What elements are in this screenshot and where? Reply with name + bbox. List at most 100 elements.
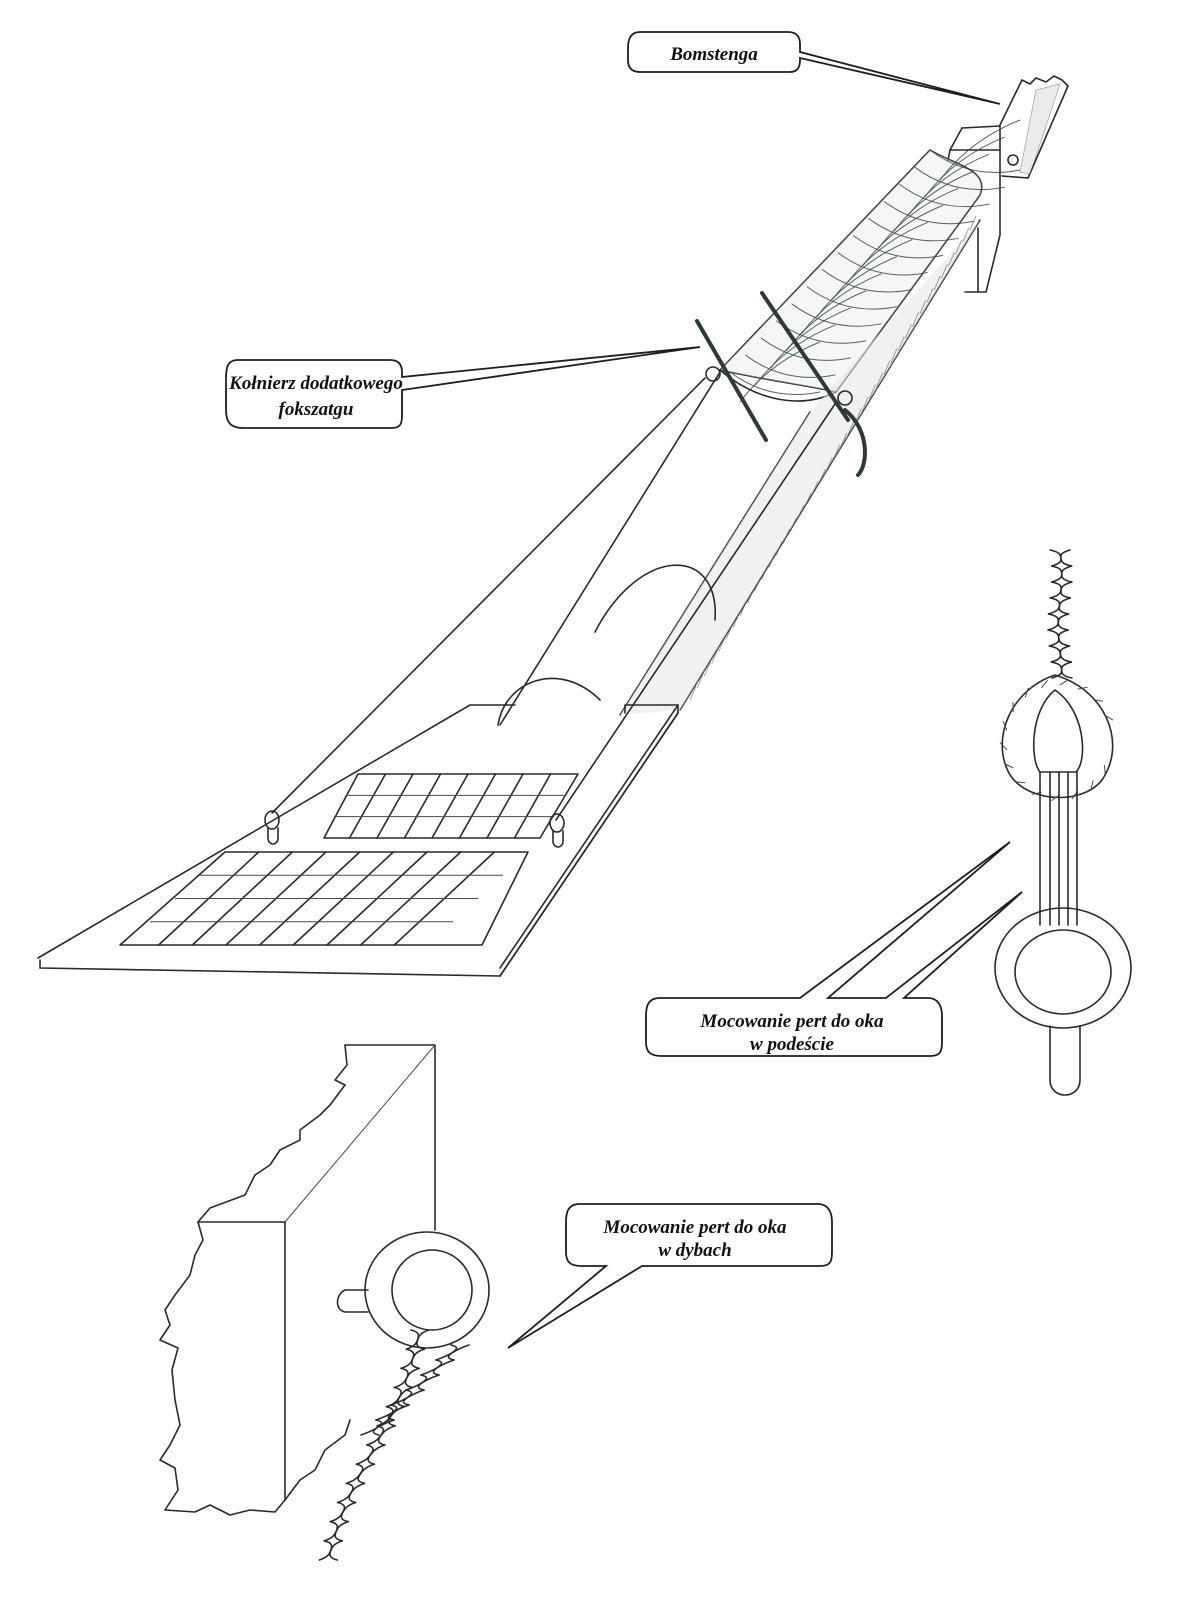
net-strand: [924, 136, 1005, 198]
rope-twist: [323, 1520, 350, 1542]
hatch-mark: [718, 637, 726, 652]
hatch-mark: [904, 324, 912, 339]
rope-twist: [360, 1419, 395, 1436]
hatch-mark: [811, 480, 819, 496]
rope-strand: [1004, 763, 1014, 769]
hatch-mark: [919, 300, 927, 315]
grating-bar: [431, 773, 469, 839]
rope-strand: [1002, 720, 1008, 731]
hatch-mark: [883, 360, 891, 375]
net-strand: [898, 183, 990, 208]
callout-podescie-line1: Mocowanie pert do oka: [699, 1011, 884, 1032]
hatch-mark: [754, 577, 762, 592]
rope-strand: [1090, 780, 1094, 791]
cap-eye-ring: [1007, 154, 1019, 166]
bitt-post-detail: [159, 1044, 490, 1561]
rope-twist: [1048, 629, 1069, 647]
rope-twist: [1047, 613, 1070, 631]
hatch-mark: [933, 276, 941, 291]
net-strand: [754, 324, 836, 386]
hatch-mark: [876, 372, 884, 387]
net-strand: [822, 269, 913, 293]
hatch-mark: [969, 215, 977, 231]
rope-strand: [1059, 679, 1069, 686]
net-strand: [729, 371, 821, 395]
bowsprit-assembly: [37, 75, 1069, 977]
rope-twist: [1051, 661, 1073, 679]
rope-twist: [435, 1344, 470, 1361]
hatch-mark: [746, 589, 754, 604]
hatch-mark: [689, 685, 697, 701]
callout-bomstenga-text: Bomstenga: [669, 44, 758, 65]
hatch-mark: [890, 348, 898, 363]
rope-twist: [393, 1367, 420, 1389]
hatch-mark: [940, 264, 948, 279]
platform-eye-left: [264, 810, 280, 845]
eye-bolt-shank: [1039, 771, 1078, 926]
hatch-mark: [782, 529, 790, 544]
net-strand: [785, 290, 867, 352]
net-strand: [837, 252, 928, 276]
callout-dybach-line1: Mocowanie pert do oka: [602, 1217, 787, 1238]
hatch-mark: [847, 420, 855, 436]
net-strand: [878, 187, 959, 249]
hatch-mark: [897, 336, 905, 351]
callout-podescie: Mocowanie pert do oka w podeście: [645, 841, 1023, 1057]
callout-kolnierz-line1: Kołnierz dodatkowego: [228, 373, 403, 394]
hatch-mark: [739, 601, 747, 616]
net-strand: [914, 166, 1005, 190]
rope-twist: [405, 1374, 440, 1391]
netted-spar-section: [719, 119, 1021, 403]
rope-twist: [318, 1540, 344, 1561]
platform-eye-right: [549, 813, 565, 848]
hatch-mark: [861, 396, 869, 411]
net-strand: [852, 234, 944, 259]
rope-twist: [400, 1348, 426, 1370]
net-strand: [806, 286, 898, 310]
hatch-mark: [711, 649, 718, 665]
rope-twist: [1050, 549, 1071, 567]
rope-twist: [420, 1359, 455, 1376]
net-strand: [893, 170, 975, 232]
rope-strand: [1093, 699, 1104, 702]
hatch-mark: [797, 505, 805, 520]
hatch-mark: [790, 517, 797, 532]
net-strand: [816, 256, 898, 317]
hatch-mark: [833, 444, 841, 460]
hatch-mark: [818, 468, 826, 484]
grating-bar: [458, 773, 497, 839]
hatch-mark: [926, 288, 934, 303]
hatch-mark: [840, 432, 848, 448]
net-strand: [847, 221, 928, 283]
net-strand: [862, 204, 944, 266]
hatch-mark: [912, 312, 920, 327]
hatch-mark: [761, 565, 769, 580]
callout-bomstenga: Bomstenga: [627, 31, 1001, 105]
rope-twist: [375, 1404, 410, 1421]
hatch-mark: [768, 553, 776, 568]
net-strand: [929, 149, 1021, 173]
hatch-mark: [962, 227, 970, 243]
eye-bolt-rope-detail: [994, 549, 1132, 1096]
hatch-mark: [703, 661, 711, 677]
grating-bar: [513, 773, 552, 839]
rope-strand: [1103, 764, 1106, 775]
net-strand: [883, 200, 974, 225]
hatch-mark: [732, 613, 740, 628]
callout-dybach: Mocowanie pert do oka w dybach: [507, 1203, 833, 1349]
rope-strand: [1104, 714, 1114, 721]
rope-twist: [405, 1329, 430, 1350]
rope-twist: [1050, 645, 1071, 663]
rope-twist: [329, 1501, 357, 1523]
rope-strand: [999, 742, 1008, 751]
net-strand: [745, 354, 836, 378]
hatch-mark: [825, 456, 833, 472]
net-strand: [908, 153, 990, 215]
net-strand: [739, 341, 821, 403]
net-strand: [939, 119, 1021, 181]
net-strand: [791, 303, 882, 327]
bomstenga-spar: [999, 75, 1069, 179]
hatch-mark: [804, 492, 812, 508]
net-strand: [760, 337, 851, 361]
foresail-collar: [695, 291, 867, 477]
